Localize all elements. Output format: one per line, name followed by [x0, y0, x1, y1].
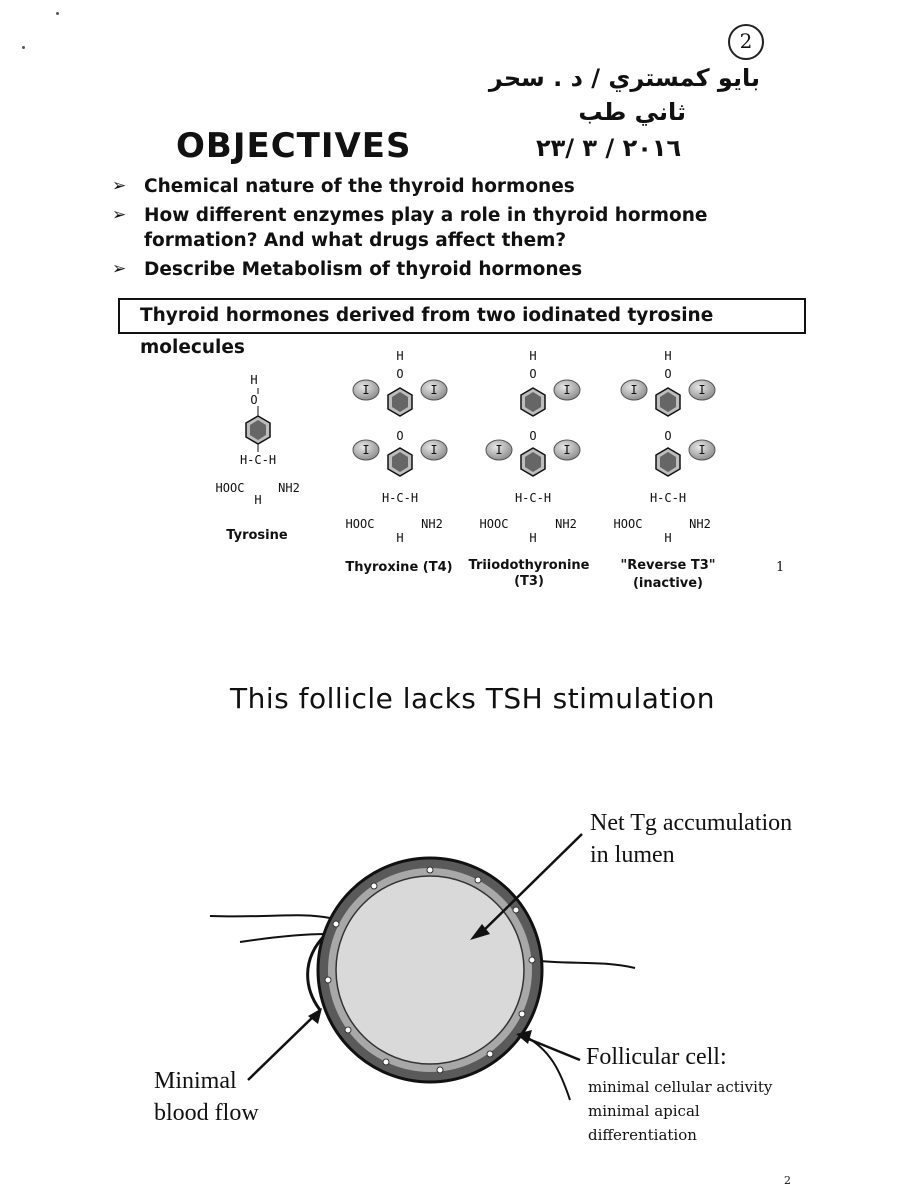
blood-flow-label-line2: blood flow	[154, 1100, 259, 1126]
svg-text:H-C-H: H-C-H	[515, 491, 551, 505]
cell-nuclei	[324, 866, 536, 1074]
follicle-title: This follicle lacks TSH stimulation	[230, 682, 716, 715]
svg-text:H: H	[396, 531, 403, 545]
follicle-lumen	[335, 875, 525, 1065]
svg-text:O: O	[529, 367, 536, 381]
thyroxine-label: Thyroxine (T4)	[345, 560, 453, 575]
arrow-bullet-icon: ➢	[112, 259, 127, 279]
objective-item: ➢Chemical nature of the thyroid hormones	[112, 176, 575, 197]
objectives-list: ➢Chemical nature of the thyroid hormones…	[112, 174, 752, 286]
atom-h: H	[254, 493, 261, 507]
iodine-atom-icon: I	[430, 383, 437, 397]
handwritten-page-number: 2	[728, 24, 764, 60]
svg-text:H: H	[529, 349, 536, 363]
svg-text:NH2: NH2	[689, 517, 711, 531]
thyroxine-structure: H O I I O I I H-C-H HOOC NH2 H	[346, 349, 448, 545]
triiodothyronine-structure: H O I O I I H-C-H HOOC NH2 H	[480, 349, 581, 545]
svg-text:O: O	[664, 367, 671, 381]
svg-text:O: O	[664, 429, 671, 443]
t3-label: Triiodothyronine	[468, 558, 590, 573]
hormones-caption-box: Thyroid hormones derived from two iodina…	[118, 298, 806, 358]
iodine-atom-icon: I	[362, 443, 369, 457]
reverse-t3-label: "Reverse T3"	[620, 558, 716, 573]
follicular-activity-label: minimal cellular activity	[588, 1078, 773, 1096]
svg-text:HOOC: HOOC	[480, 517, 509, 531]
svg-text:H: H	[529, 531, 536, 545]
follicular-apical-label: minimal apical	[588, 1102, 700, 1120]
t3-label-abbrev: (T3)	[514, 574, 544, 589]
iodine-atom-icon: I	[698, 383, 705, 397]
objectives-title: OBJECTIVES	[176, 126, 412, 166]
iodine-atom-icon: I	[630, 383, 637, 397]
arabic-date: ٢٠١٦ / ٣ /٢٣	[536, 134, 682, 162]
svg-text:H-C-H: H-C-H	[650, 491, 686, 505]
iodine-atom-icon: I	[495, 443, 502, 457]
lumen-label-line2: in lumen	[590, 842, 675, 868]
svg-text:HOOC: HOOC	[614, 517, 643, 531]
svg-text:NH2: NH2	[421, 517, 443, 531]
atom-o: O	[250, 393, 257, 407]
svg-text:H: H	[664, 531, 671, 545]
iodine-atom-icon: I	[563, 443, 570, 457]
svg-text:O: O	[396, 429, 403, 443]
arabic-course-line: بايو كمستري / د . سحر	[488, 64, 760, 92]
svg-text:HOOC: HOOC	[346, 517, 375, 531]
follicular-differentiation-label: differentiation	[588, 1126, 697, 1144]
corner-page-number: 2	[784, 1174, 791, 1187]
arabic-year-line: ثاني طب	[578, 98, 686, 126]
iodine-atom-icon: I	[362, 383, 369, 397]
svg-text:H-C-H: H-C-H	[382, 491, 418, 505]
svg-text:H: H	[396, 349, 403, 363]
reverse-t3-structure: H O I I O I H-C-H HOOC NH2 H	[614, 349, 716, 545]
atom-hooc: HOOC	[216, 481, 245, 495]
objective-item: ➢Describe Metabolism of thyroid hormones	[112, 259, 583, 280]
iodine-atom-icon: I	[430, 443, 437, 457]
iodine-atom-icon: I	[698, 443, 705, 457]
tyrosine-structure: H O H-C-H HOOC NH2 H	[216, 373, 300, 507]
follicular-cell-label: Follicular cell:	[586, 1044, 727, 1070]
atom-nh2: NH2	[278, 481, 300, 495]
molecule-structures-diagram: H O H-C-H HOOC NH2 H H O I I O I I H-C-H…	[216, 349, 716, 545]
objective-item: ➢How different enzymes play a role in th…	[112, 205, 708, 251]
lumen-label-line1: Net Tg accumulation	[590, 810, 793, 836]
slide-number: 1	[776, 560, 785, 575]
arrow-bullet-icon: ➢	[112, 205, 127, 225]
svg-text:O: O	[529, 429, 536, 443]
blood-flow-label-line1: Minimal	[154, 1068, 237, 1094]
chain-chc: H-C-H	[240, 453, 276, 467]
arrow-bullet-icon: ➢	[112, 176, 127, 196]
follicle-diagram	[209, 833, 636, 1101]
scan-speck	[56, 12, 59, 15]
svg-text:H: H	[664, 349, 671, 363]
tyrosine-label: Tyrosine	[226, 528, 288, 543]
svg-text:O: O	[396, 367, 403, 381]
reverse-t3-inactive-label: (inactive)	[632, 576, 704, 591]
svg-text:NH2: NH2	[555, 517, 577, 531]
scan-speck	[22, 46, 25, 49]
atom-h: H	[250, 373, 257, 387]
iodine-atom-icon: I	[563, 383, 570, 397]
